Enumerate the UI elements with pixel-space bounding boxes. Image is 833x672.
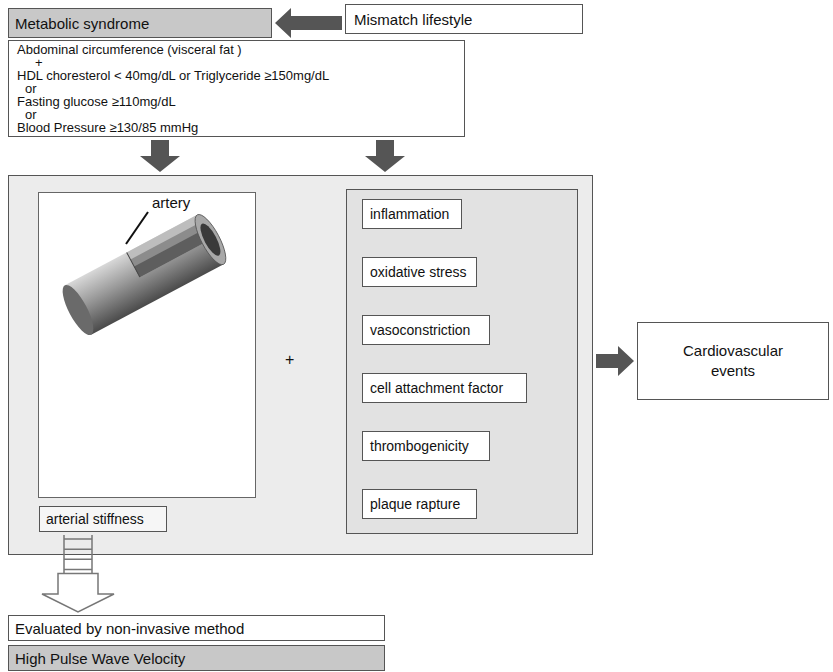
box-label: + (285, 351, 294, 369)
block-arrow (140, 140, 180, 172)
artery-illustration (38, 192, 256, 498)
factor-box: cell attachment factor (362, 373, 527, 403)
box-label: Cardiovascular events (668, 341, 798, 381)
factor-box: plaque rapture (362, 489, 477, 519)
box-label: cell attachment factor (370, 380, 503, 396)
method-box: Evaluated by non-invasive method (8, 615, 385, 641)
outcome-box: Cardiovascular events (637, 322, 829, 400)
criteria-line: + (17, 56, 456, 69)
criteria-line: Fasting glucose ≥110mg/dL (17, 95, 456, 108)
box-label: oxidative stress (370, 264, 466, 280)
block-arrow (365, 140, 405, 172)
box-label: Mismatch lifestyle (354, 11, 472, 28)
process-box: arterial stiffness (39, 506, 167, 532)
criteria-line: Abdominal circumference (visceral fat ) (17, 43, 456, 56)
factor-group (346, 189, 578, 534)
box-label: High Pulse Wave Velocity (15, 650, 185, 667)
criteria-line: HDL choresterol < 40mg/dL or Triglycerid… (17, 69, 456, 82)
factor-box: inflammation (362, 199, 462, 229)
factor-box: thrombogenicity (362, 431, 490, 461)
hollow-arrow (42, 535, 114, 612)
title-box: Metabolic syndrome (8, 8, 272, 38)
factor-box: vasoconstriction (362, 315, 490, 345)
box-label: thrombogenicity (370, 438, 469, 454)
criteria-line: Blood Pressure ≥130/85 mmHg (17, 121, 456, 134)
result-box: High Pulse Wave Velocity (8, 645, 385, 671)
block-arrow (596, 346, 634, 376)
box-label: Evaluated by non-invasive method (15, 620, 244, 637)
box-label: plaque rapture (370, 496, 460, 512)
criteria-line: or (17, 108, 456, 121)
factor-box: oxidative stress (362, 257, 477, 287)
criteria-box: Abdominal circumference (visceral fat )+… (8, 40, 465, 137)
part-label: artery (150, 194, 192, 211)
criteria-line: or (17, 82, 456, 95)
box-label: vasoconstriction (370, 322, 470, 338)
block-arrow (275, 8, 342, 38)
box-label: arterial stiffness (46, 511, 144, 527)
box-label: Metabolic syndrome (15, 15, 149, 32)
cause-box: Mismatch lifestyle (345, 4, 583, 34)
box-label: inflammation (370, 206, 449, 222)
